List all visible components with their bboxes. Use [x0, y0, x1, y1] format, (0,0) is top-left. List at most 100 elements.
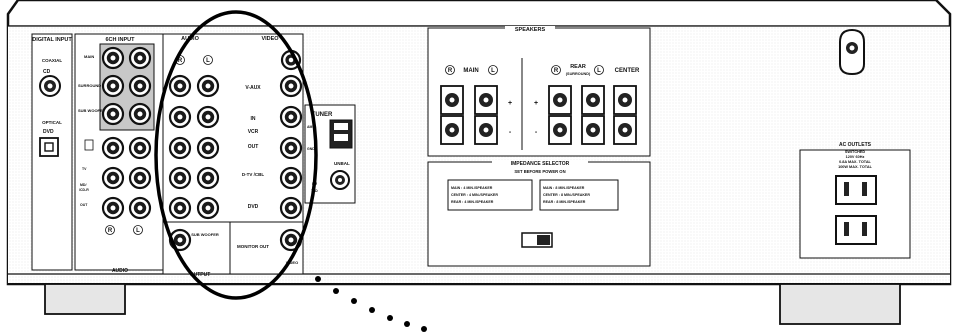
vcr-in-label: IN	[251, 116, 256, 122]
av-audio-jack-r-4	[168, 196, 192, 220]
speakers-main-l: L	[491, 68, 495, 74]
unbal-label: UNBAL	[334, 161, 350, 166]
svg-text:TV: TV	[82, 167, 87, 171]
audio-jack-l-2	[128, 102, 152, 126]
imp-right-row-0: MAIN : 8 MIN./SPEAKER	[543, 186, 585, 190]
optical-jack	[39, 137, 59, 157]
main-label: MAIN	[84, 54, 94, 59]
dvd-row-label: DVD	[248, 204, 259, 210]
speaker-terminal-minus-3	[581, 115, 605, 145]
speakers-rear-r: R	[554, 68, 559, 74]
av-audio-jack-l-4	[196, 196, 220, 220]
cd-label: CD	[43, 69, 51, 75]
output-label: OUTPUT	[190, 272, 211, 278]
ac-spec-1: 120V 60Hz	[846, 155, 865, 159]
av-l-label: L	[206, 58, 210, 64]
cd-mini-icon	[84, 139, 94, 151]
svg-text:/CD-R: /CD-R	[79, 188, 89, 192]
rear-plus: +	[534, 100, 538, 107]
surround-label: SURROUND	[78, 83, 101, 88]
ac-spec-3: 100W MAX. TOTAL	[838, 165, 873, 169]
audio-jack-r-5	[101, 196, 125, 220]
av-audio-jack-l-2	[196, 136, 220, 160]
ac-spec-2: 0.8A MAX. TOTAL	[839, 160, 871, 164]
6ch-input-label: 6CH INPUT	[105, 37, 135, 43]
speaker-terminal-minus-2	[548, 115, 572, 145]
av-audio-jack-r-2	[168, 136, 192, 160]
video-jack-1	[279, 105, 303, 129]
av-r-label: R	[178, 58, 183, 64]
sub-woofer-label: SUB WOOFER	[78, 108, 106, 113]
video-jack-4	[279, 196, 303, 220]
video-jack-0	[279, 74, 303, 98]
v-aux-label: V-AUX	[245, 85, 261, 91]
rear-label: REAR	[570, 64, 586, 70]
dvd-optical-label: DVD	[43, 129, 54, 135]
av-audio-jack-r-3	[168, 166, 192, 190]
speakers-label: SPEAKERS	[515, 27, 546, 33]
optical-label: OPTICAL	[42, 120, 62, 125]
audio-jack-l-5	[128, 196, 152, 220]
impedance-subtitle: SET BEFORE POWER ON	[514, 169, 565, 174]
speaker-terminal-minus-1	[474, 115, 498, 145]
imp-left-row-1: CENTER : 4 MIN./SPEAKER	[451, 193, 498, 197]
center-label: CENTER	[615, 68, 640, 74]
ac-outlets-label: AC OUTLETS	[839, 142, 872, 148]
speaker-terminal-plus-0	[440, 85, 464, 115]
impedance-title: IMPEDANCE SELECTOR	[511, 161, 570, 167]
audio-jack-r-3	[101, 136, 125, 160]
audio-l-label: L	[136, 228, 140, 234]
speaker-terminal-plus-3	[581, 85, 605, 115]
video-jack-3	[279, 166, 303, 190]
sub-woofer-out-label: SUB WOOFER	[191, 232, 219, 237]
svg-text:MD/: MD/	[80, 183, 86, 187]
audio-jack-l-3	[128, 136, 152, 160]
main-plus: +	[508, 100, 512, 107]
power-cord-clamp	[839, 28, 865, 76]
ac-outlets-section: AC OUTLETS SWITCHED 120V 60Hz 0.8A MAX. …	[799, 142, 911, 259]
svg-text:GND: GND	[307, 147, 315, 151]
av-jacks	[168, 49, 303, 252]
audio-jack-r-4	[101, 166, 125, 190]
speaker-terminal-plus-1	[474, 85, 498, 115]
main-minus: -	[509, 129, 512, 136]
vcr-out-label: OUT	[248, 144, 259, 150]
speakers-main-label: MAIN	[463, 68, 478, 74]
imp-left-row-0: MAIN : 4 MIN./SPEAKER	[451, 186, 493, 190]
speaker-terminal-plus-4	[613, 85, 637, 115]
video-bottom-label: VIDEO	[286, 260, 298, 265]
audio-jacks	[101, 46, 152, 220]
speakers-section: SPEAKERS R MAIN L R REAR (SURROUND) L CE…	[427, 26, 651, 157]
right-foot	[779, 283, 901, 325]
impedance-4ohm-box	[447, 179, 533, 211]
vcr-label: VCR	[248, 129, 259, 135]
av-audio-jack-l-3	[196, 166, 220, 190]
rear-surround-label: (SURROUND)	[566, 72, 591, 76]
svg-text:AM: AM	[307, 125, 313, 129]
audio-jack-l-1	[128, 74, 152, 98]
audio-r-label: R	[108, 228, 113, 234]
tuner-label: TUNER	[312, 112, 333, 118]
dtv-cbl-label: D-TV /CBL	[242, 172, 264, 177]
left-foot	[44, 283, 126, 315]
video-jack-2	[279, 136, 303, 160]
imp-left-row-2: REAR : 4 MIN./SPEAKER	[451, 200, 494, 204]
speaker-terminal-minus-4	[613, 115, 637, 145]
audio-jack-r-1	[101, 74, 125, 98]
speakers-main-r: R	[448, 68, 453, 74]
impedance-switch	[521, 232, 553, 248]
av-audio-jack-l-1	[196, 105, 220, 129]
audio-jack-l-0	[128, 46, 152, 70]
audio-jack-l-4	[128, 166, 152, 190]
coaxial-jack	[39, 75, 61, 97]
speaker-terminal-plus-2	[548, 85, 572, 115]
ac-outlet-1	[835, 175, 877, 205]
imp-right-row-2: REAR : 8 MIN./SPEAKER	[543, 200, 586, 204]
speaker-terminals	[440, 85, 637, 145]
speakers-rear-l: L	[597, 68, 601, 74]
audio-bottom-label: AUDIO	[112, 268, 128, 274]
video-top-label: VIDEO	[261, 36, 279, 42]
rear-minus: -	[535, 129, 538, 136]
digital-input-section: DIGITAL INPUT COAXIAL CD OPTICAL DVD	[31, 33, 73, 271]
